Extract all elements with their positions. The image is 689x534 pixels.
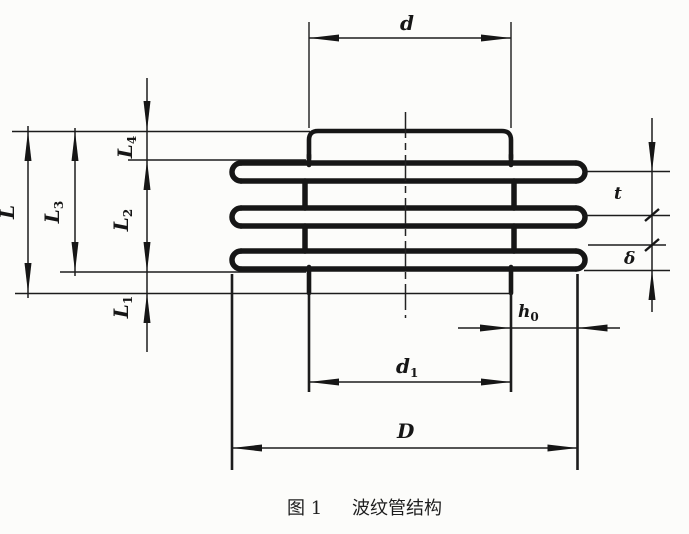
crest-fold-left [229,248,244,272]
crest-fold-right [573,205,588,229]
crest-fold-right [573,248,588,272]
extension-lines [12,22,670,470]
bellows-body [229,128,588,296]
label-delta: δ [623,249,635,269]
crest-fold-right [573,160,588,184]
dimension-h0: h0 [458,302,620,332]
bellows-top-rim [306,128,514,161]
label-d: d [400,11,414,35]
label-L: L [0,205,19,220]
dimension-L3: L3 [40,128,79,276]
dimension-L: L [0,126,32,298]
figure-caption: 图 1 波纹管结构 [287,498,442,519]
dimension-t-delta: t δ [614,118,660,312]
label-L1: L1 [109,296,135,319]
caption-number: 图 1 [287,498,322,519]
dimension-L4-L2-L1: L4 L2 L1 [109,78,151,352]
dimension-D: D [232,419,578,452]
label-L2: L2 [109,209,135,232]
crest-fold-left [229,160,244,184]
crest-fold-left [229,205,244,229]
dimension-d: d [309,11,511,42]
caption-title: 波纹管结构 [352,498,442,519]
label-L4: L4 [113,136,139,159]
label-t: t [614,184,622,204]
label-L3: L3 [40,201,66,224]
label-d1: d1 [396,354,418,380]
dimension-d1: d1 [309,354,511,386]
label-D: D [396,419,415,443]
label-h0: h0 [518,302,539,324]
